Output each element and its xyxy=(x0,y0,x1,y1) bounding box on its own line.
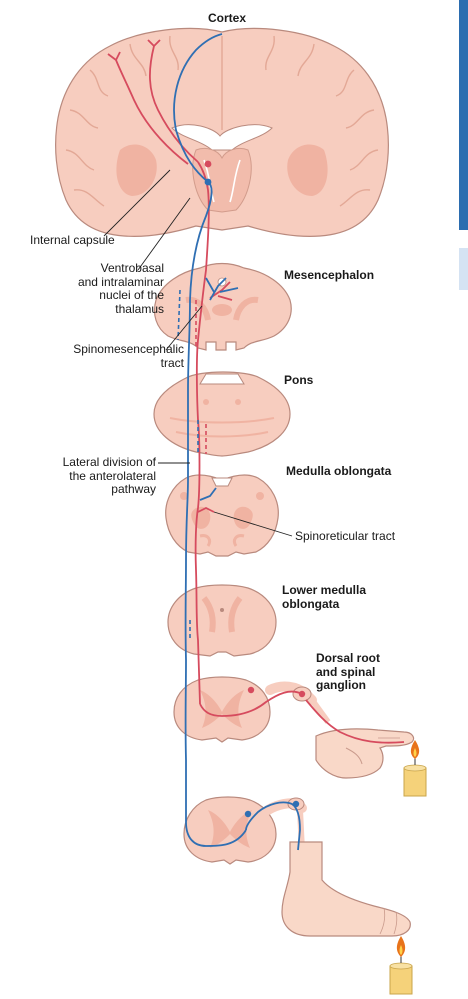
ventrobasal-label-line: thalamus xyxy=(115,301,164,316)
blue-neuron-cells xyxy=(204,178,300,818)
candle-icon xyxy=(403,740,427,797)
dorsal-root-ganglion-upper xyxy=(265,681,331,724)
hand-illustration xyxy=(315,728,415,779)
blue-pathway xyxy=(173,33,301,851)
lateral-division-label-line: pathway xyxy=(111,482,156,496)
spinomesencephalic-label-line: Spinomesencephalic xyxy=(73,342,184,356)
internal-capsule-label: Internal capsule xyxy=(30,233,115,247)
spinal-segment-upper xyxy=(173,676,271,743)
lower-medulla-label-line: Lower medulla xyxy=(282,583,367,597)
lateral-division-label-line: Lateral division of xyxy=(62,455,156,469)
cortex-section xyxy=(55,27,389,237)
dorsal-root-label-line: Dorsal root xyxy=(316,651,381,665)
blue-dashed-segments xyxy=(177,289,199,640)
foot-illustration xyxy=(281,841,411,937)
lateral-division-label: Lateral division of the anterolateral pa… xyxy=(30,455,156,497)
ventrobasal-label-line: Ventrobasal xyxy=(100,261,164,275)
red-pathway xyxy=(107,39,405,744)
leader-lines xyxy=(103,169,293,537)
medulla-section xyxy=(165,474,279,557)
candle-icon xyxy=(389,936,413,995)
ventrobasal-label-line: and intralaminar xyxy=(77,274,164,289)
dorsal-root-ganglion-label: Dorsal root and spinal ganglion xyxy=(316,651,381,693)
pons-label: Pons xyxy=(284,373,314,387)
cortex-label: Cortex xyxy=(208,11,247,25)
spinoreticular-tract-label: Spinoreticular tract xyxy=(295,529,396,543)
ventrobasal-label-line: nuclei of the xyxy=(99,288,164,302)
dorsal-root-label-line: ganglion xyxy=(316,678,366,692)
spinomesencephalic-label-line: tract xyxy=(160,355,184,370)
lower-medulla-section xyxy=(167,584,277,657)
ventrobasal-label: Ventrobasal and intralaminar nuclei of t… xyxy=(30,261,164,316)
page-edge-tab xyxy=(459,0,468,230)
spinomesencephalic-label: Spinomesencephalic tract xyxy=(20,342,184,370)
red-dashed-segments xyxy=(195,300,207,454)
lateral-division-label-line: the anterolateral xyxy=(69,468,156,483)
mesencephalon-section xyxy=(153,262,292,351)
lower-medulla-label: Lower medulla oblongata xyxy=(282,583,367,611)
medulla-oblongata-label: Medulla oblongata xyxy=(286,464,392,478)
dorsal-root-label-line: and spinal xyxy=(316,664,376,679)
red-neuron-cells xyxy=(204,160,306,698)
pons-section xyxy=(153,371,291,457)
mesencephalon-label: Mesencephalon xyxy=(284,268,375,282)
spinal-segment-lower xyxy=(183,796,277,865)
lower-medulla-label-line: oblongata xyxy=(282,596,340,611)
page-edge-tab-light xyxy=(459,248,468,290)
